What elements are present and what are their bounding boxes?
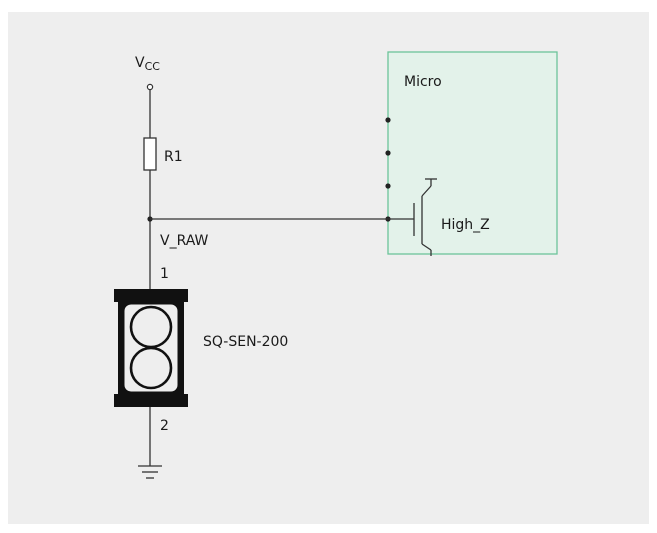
sensor-part-label: SQ-SEN-200	[203, 334, 288, 350]
micro-pin-dot	[385, 150, 391, 156]
fsr-sensor-icon	[114, 289, 188, 407]
vcc-terminal-icon	[146, 83, 154, 91]
vcc-label: VCC	[135, 55, 160, 73]
micro-block	[387, 51, 558, 255]
micro-pin-dot	[385, 183, 391, 189]
sensor-pin1-label: 1	[160, 266, 169, 282]
micro-pin-state-label: High_Z	[441, 217, 490, 233]
resistor-icon	[143, 137, 157, 171]
ground-icon	[138, 465, 162, 479]
sensor-pin2-label: 2	[160, 418, 169, 434]
mosfet-icon	[388, 178, 437, 256]
net-label: V_RAW	[160, 233, 209, 249]
micro-title: Micro	[404, 74, 442, 90]
resistor-ref-label: R1	[164, 149, 183, 165]
micro-pin-dot	[385, 117, 391, 123]
